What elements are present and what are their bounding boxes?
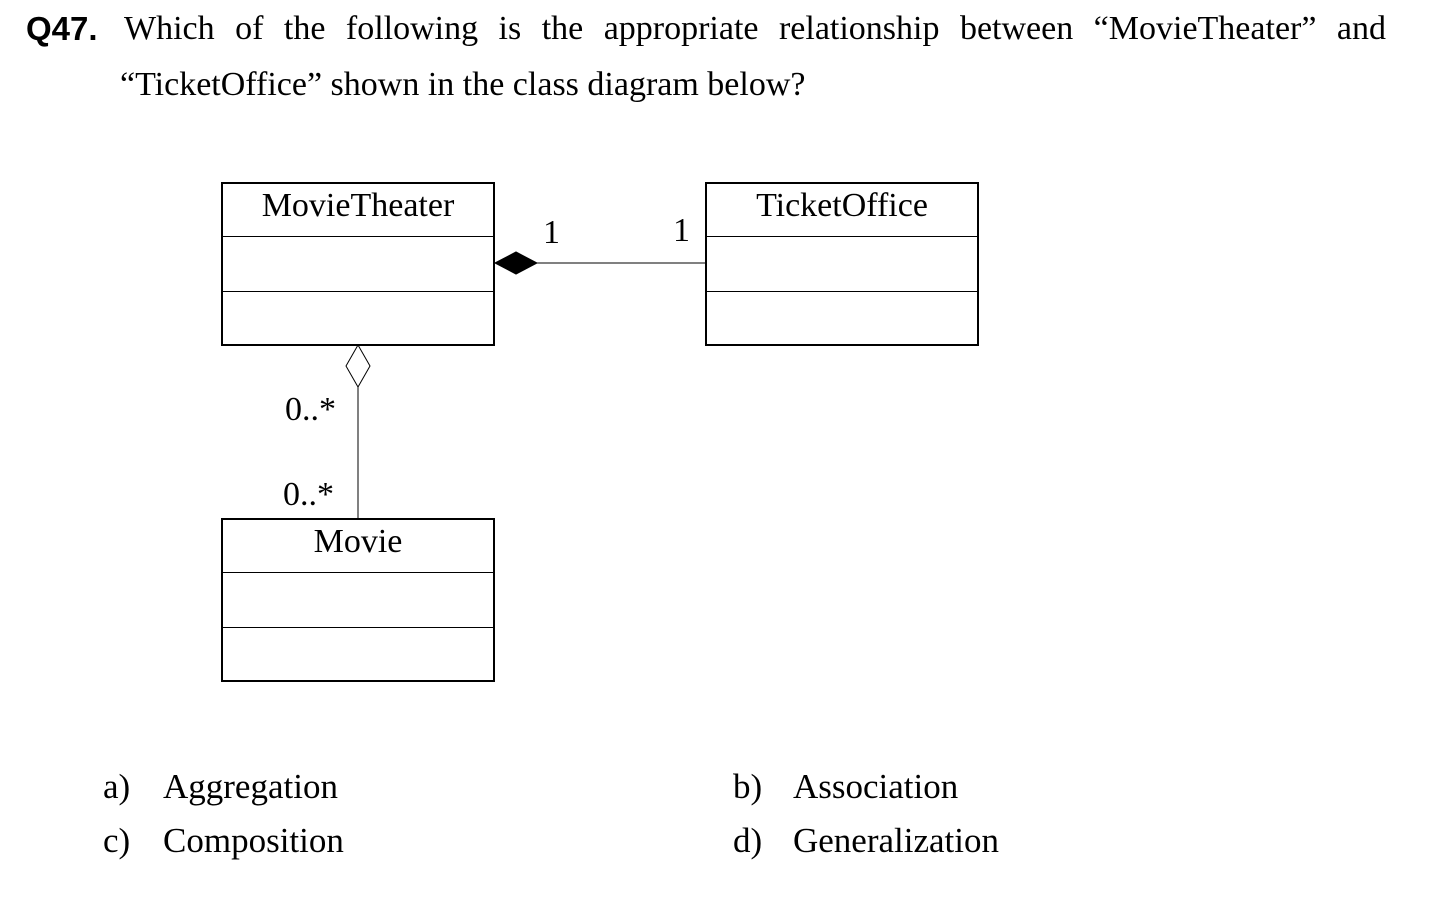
composition-diamond	[493, 251, 539, 275]
class-operations	[223, 628, 493, 680]
option-text: Generalization	[793, 821, 1000, 860]
option-a[interactable]: a) Aggregation	[103, 767, 338, 807]
class-movie-theater: MovieTheater	[221, 182, 495, 346]
question-text-line-1: Which of the following is the appropriat…	[124, 10, 1386, 47]
option-b[interactable]: b) Association	[733, 767, 958, 807]
class-movie: Movie	[221, 518, 495, 682]
multiplicity-movie-theater-to-ticket-office: 1	[543, 214, 560, 251]
option-d[interactable]: d) Generalization	[733, 821, 999, 861]
class-name: Movie	[223, 520, 493, 573]
option-key: d)	[733, 821, 763, 860]
option-key: a)	[103, 767, 131, 806]
class-attributes	[223, 237, 493, 292]
question-text-line-2: “TicketOffice” shown in the class diagra…	[120, 66, 806, 103]
class-operations	[223, 292, 493, 344]
class-attributes	[223, 573, 493, 628]
option-text: Aggregation	[163, 767, 338, 806]
multiplicity-movie-theater-to-movie: 0..*	[285, 391, 336, 428]
class-name: TicketOffice	[707, 184, 977, 237]
option-key: b)	[733, 767, 763, 806]
option-text: Composition	[163, 821, 344, 860]
class-name: MovieTheater	[223, 184, 493, 237]
class-attributes	[707, 237, 977, 292]
option-key: c)	[103, 821, 131, 860]
aggregation-diamond	[345, 343, 371, 389]
class-operations	[707, 292, 977, 344]
option-text: Association	[793, 767, 959, 806]
class-ticket-office: TicketOffice	[705, 182, 979, 346]
multiplicity-movie: 0..*	[283, 476, 334, 513]
question-number: Q47.	[26, 10, 98, 47]
multiplicity-ticket-office: 1	[673, 212, 690, 249]
option-c[interactable]: c) Composition	[103, 821, 344, 861]
